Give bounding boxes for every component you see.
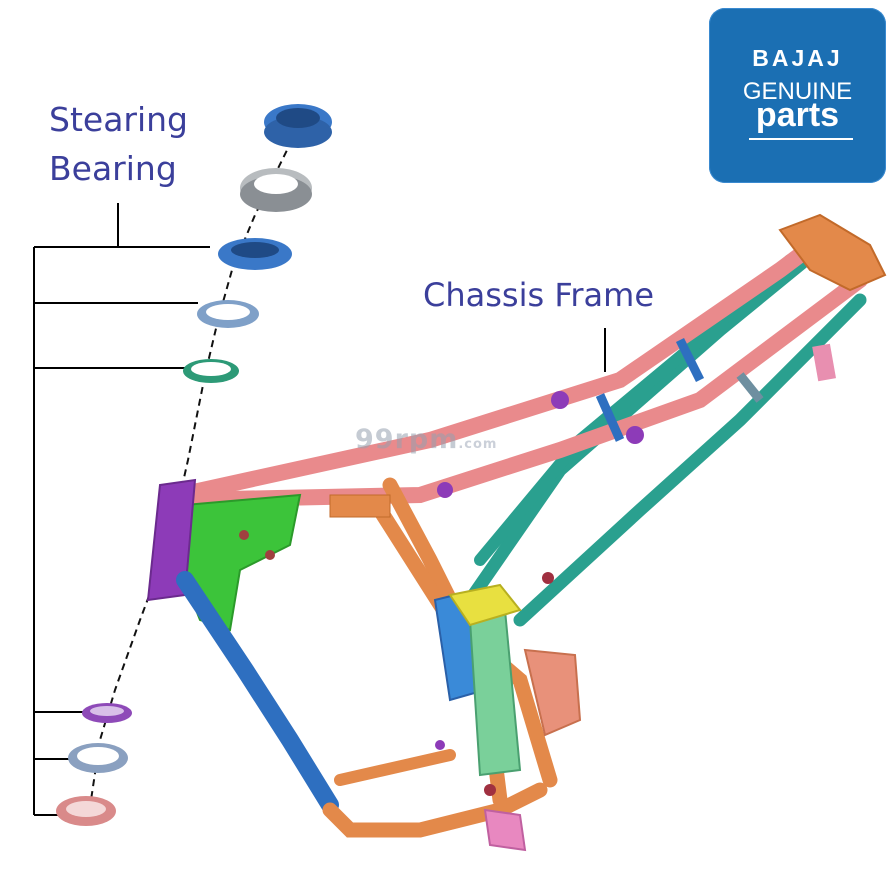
- chassis-frame-label: Chassis Frame: [423, 276, 655, 314]
- mount-tab-orange: [329, 494, 391, 518]
- watermark-tail: .com: [458, 437, 498, 452]
- watermark: 99rpm.com: [355, 424, 497, 455]
- logo-genuine-text: GENUINE: [742, 78, 853, 105]
- bearing-pink-ring: [56, 796, 116, 826]
- steering-bearing-label-line2: Bearing: [49, 149, 177, 188]
- cradle-orange: [322, 782, 548, 838]
- bottom-bracket-pink: [483, 808, 527, 852]
- bolt: [484, 784, 496, 796]
- frame-crossbar-3: [736, 372, 764, 403]
- steering-bearing-label-line1: Stearing: [49, 100, 189, 139]
- engine-mount-green: [468, 608, 522, 777]
- bearing-top-cone: [264, 104, 332, 148]
- joint-purple-3: [437, 482, 453, 498]
- bolt: [435, 740, 445, 750]
- bearing-teal-ring: [183, 359, 239, 383]
- logo-brand-text: BAJAJ: [752, 45, 843, 71]
- rear-tab: [812, 343, 836, 382]
- logo-underline: [749, 138, 853, 140]
- engine-mount-salmon: [523, 648, 582, 737]
- logo-parts-text: parts: [755, 96, 840, 134]
- bolt: [542, 572, 554, 584]
- frame-rail-teal-lower2: [513, 293, 867, 627]
- cradle-orange-2: [334, 749, 456, 786]
- bolt: [239, 530, 249, 540]
- frame-crossbar-1: [595, 393, 625, 442]
- bearing-purple-ring: [82, 703, 132, 723]
- joint-purple-2: [626, 426, 644, 444]
- chassis-frame: [146, 213, 887, 852]
- joint-purple-1: [551, 391, 569, 409]
- frame-rail-pink-upper: [172, 232, 828, 503]
- steering-bearings: [56, 104, 332, 826]
- frame-crossbar-2: [675, 337, 705, 383]
- frame-rail-teal-lower: [463, 233, 837, 607]
- bearing-callout-lines: [33, 203, 606, 816]
- bolt: [265, 550, 275, 560]
- engine-mount-yellow: [448, 583, 522, 627]
- down-tube-blue: [176, 571, 339, 814]
- bearing-lightblue-ring: [197, 300, 259, 328]
- bearing-bluegray-ring: [68, 743, 128, 773]
- watermark-main: 99rpm: [355, 424, 459, 455]
- bajaj-genuine-parts-logo: BAJAJ GENUINE parts: [709, 8, 886, 183]
- bearing-blue-ring: [218, 238, 292, 270]
- rear-bracket: [778, 213, 887, 292]
- bearing-gray-race: [240, 168, 312, 212]
